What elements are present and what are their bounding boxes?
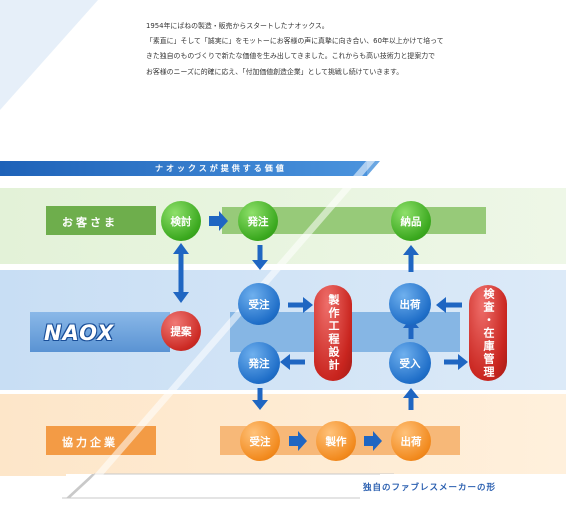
pill-design-process: 製作工程設計: [314, 285, 352, 381]
fabless-footer: 独自のファブレスメーカーの形: [363, 483, 497, 493]
row-label-partner: 協力企業: [62, 436, 118, 449]
naox-logo-text: NAOX: [44, 321, 115, 345]
pill-inspection-inventory: 検査・在庫管理: [469, 285, 507, 381]
intro-line-1: 1954年にばねの製造・販売からスタートしたナオックス。: [146, 22, 329, 30]
intro-line-3: きた独自のものづくりで新たな価値を生み出してきました。これからも高い技術力と提案…: [146, 52, 435, 61]
intro-line-2: 「素直に」そして「誠実に」をモットーにお客様の声に真摯に向き合い、60年以上かけ…: [146, 37, 444, 46]
node-shukka-bottom: 出荷: [391, 421, 431, 461]
node-hacchu-top: 発注: [238, 201, 278, 241]
intro-text: 1954年にばねの製造・販売からスタートしたナオックス。 「素直に」そして「誠実…: [146, 19, 566, 80]
intro-line-4: お客様のニーズに的確に応え、「付加価値創造企業」として挑戦し続けていきます。: [146, 67, 404, 76]
node-hacchu-mid: 発注: [238, 342, 280, 384]
node-teian: 提案: [161, 311, 201, 351]
node-seisaku: 製作: [316, 421, 356, 461]
node-juchu-bottom: 受注: [240, 421, 280, 461]
row-label-customer: お客さま: [62, 216, 118, 229]
node-nouhin: 納品: [391, 201, 431, 241]
value-header: ナオックスが提供する価値: [155, 164, 287, 173]
naox-logo: NAOX: [44, 317, 144, 347]
node-kentou: 検討: [161, 201, 201, 241]
pill-design-label: 製作工程設計: [327, 294, 340, 372]
node-juchu-mid: 受注: [238, 283, 280, 325]
node-ukeire: 受入: [389, 342, 431, 384]
pill-inspection-label: 検査・在庫管理: [482, 287, 495, 379]
node-shukka-mid: 出荷: [389, 283, 431, 325]
